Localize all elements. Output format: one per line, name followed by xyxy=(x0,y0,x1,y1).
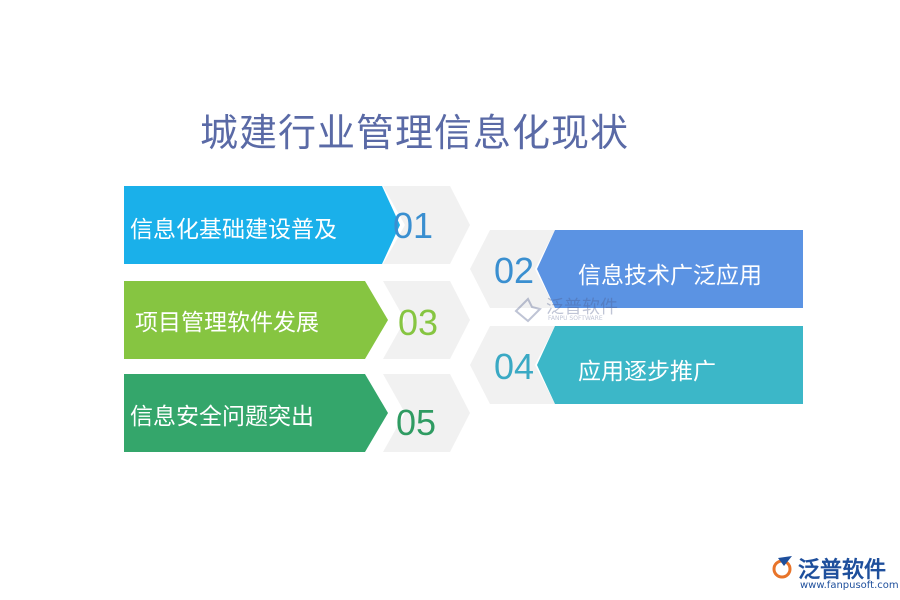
brand-url: www.fanpusoft.com xyxy=(800,580,899,591)
item-label-03: 项目管理软件发展 xyxy=(135,310,319,336)
item-label-02: 信息技术广泛应用 xyxy=(578,263,762,289)
item-number-01: 01 xyxy=(393,205,434,246)
number-chevron-02 xyxy=(470,230,555,308)
watermark-sub: FANPU SOFTWARE xyxy=(548,315,603,322)
bar-02 xyxy=(537,230,803,308)
item-label-05: 信息安全问题突出 xyxy=(130,404,314,430)
brand-name: 泛普软件 xyxy=(798,558,887,583)
watermark-logo-icon xyxy=(514,297,542,323)
item-number-03: 03 xyxy=(398,302,439,343)
item-number-02: 02 xyxy=(494,250,535,291)
item-number-05: 05 xyxy=(396,402,437,443)
watermark-name: 泛普软件 xyxy=(546,297,618,318)
number-chevron-03 xyxy=(383,281,470,359)
bar-05 xyxy=(124,374,388,452)
item-label-04: 应用逐步推广 xyxy=(578,359,716,385)
number-chevron-04 xyxy=(470,326,555,404)
item-label-01: 信息化基础建设普及 xyxy=(130,217,337,243)
number-chevron-01 xyxy=(383,186,470,264)
brand-logo-icon xyxy=(772,556,792,579)
page-title: 城建行业管理信息化现状 xyxy=(200,111,630,155)
bar-04 xyxy=(537,326,803,404)
number-chevron-05 xyxy=(383,374,470,452)
brand-logo: 泛普软件 www.fanpusoft.com xyxy=(768,552,899,591)
bar-03 xyxy=(124,281,388,359)
bar-01 xyxy=(124,186,400,264)
watermark: 泛普软件 FANPU SOFTWARE xyxy=(512,295,618,329)
item-number-04: 04 xyxy=(494,346,535,387)
